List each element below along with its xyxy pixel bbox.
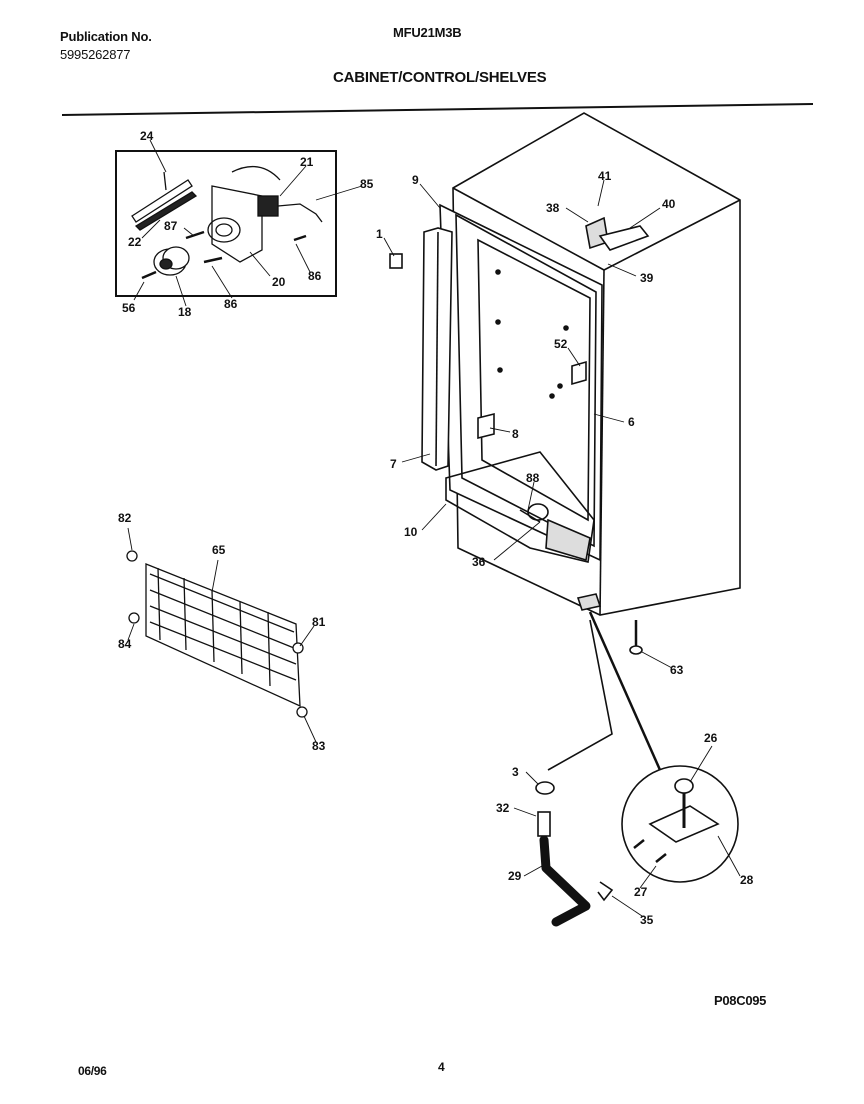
part-number-labels: 24 21 85 22 87 20 86 86 56 18 9 1 41 38 … (118, 129, 754, 927)
part-label: 65 (212, 543, 226, 557)
part-label: 82 (118, 511, 132, 525)
drain-parts (535, 781, 614, 927)
part-label: 36 (472, 555, 486, 569)
part-label: 41 (598, 169, 612, 183)
page-number: 4 (438, 1060, 445, 1074)
part-label: 52 (554, 337, 568, 351)
part-label: 87 (164, 219, 178, 233)
revision-date: 06/96 (78, 1064, 107, 1078)
part-label: 56 (122, 301, 136, 315)
part-label: 39 (640, 271, 654, 285)
part-label: 20 (272, 275, 286, 289)
part-label: 1 (376, 227, 383, 241)
part-label: 84 (118, 637, 132, 651)
cabinet (389, 112, 741, 771)
part-label: 21 (300, 155, 314, 169)
part-label: 9 (412, 173, 419, 187)
part-label: 7 (390, 457, 397, 471)
part-label: 10 (404, 525, 418, 539)
page-title: CABINET/CONTROL/SHELVES (333, 69, 547, 86)
part-label: 85 (360, 177, 374, 191)
part-label: 86 (308, 269, 322, 283)
part-label: 40 (662, 197, 676, 211)
hinge-detail-circle (621, 765, 739, 883)
figure-code: P08C095 (714, 993, 767, 1008)
publication-label: Publication No. (60, 29, 152, 44)
publication-number: 5995262877 (60, 47, 131, 62)
part-label: 18 (178, 305, 192, 319)
shelf-grille (126, 550, 308, 718)
part-label: 88 (526, 471, 540, 485)
part-label: 26 (704, 731, 718, 745)
part-label: 8 (512, 427, 519, 441)
part-label: 63 (670, 663, 684, 677)
control-inset (115, 150, 337, 297)
part-label: 22 (128, 235, 142, 249)
part-label: 28 (740, 873, 754, 887)
part-label: 6 (628, 415, 635, 429)
part-label: 86 (224, 297, 238, 311)
part-label: 83 (312, 739, 326, 753)
part-label: 29 (508, 869, 522, 883)
leader-lines (127, 139, 741, 917)
header-rule (61, 103, 814, 116)
model-number: MFU21M3B (393, 25, 462, 40)
part-label: 3 (512, 765, 519, 779)
part-label: 38 (546, 201, 560, 215)
part-label: 24 (140, 129, 154, 143)
part-label: 81 (312, 615, 326, 629)
part-label: 27 (634, 885, 648, 899)
part-label: 35 (640, 913, 654, 927)
part-label: 32 (496, 801, 510, 815)
